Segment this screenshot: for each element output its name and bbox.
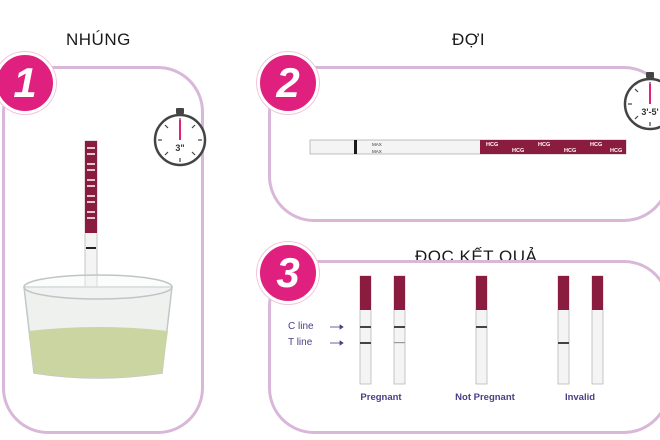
line-arrows bbox=[330, 324, 344, 346]
step-1-number-badge: 1 bbox=[0, 52, 56, 114]
step-1-timer-label: 3" bbox=[175, 143, 185, 153]
brand-label: HCG bbox=[610, 148, 622, 154]
result-strip-pregnant-2 bbox=[393, 275, 406, 385]
step-2-number-badge: 2 bbox=[257, 52, 319, 114]
brand-label: HCG bbox=[564, 148, 576, 154]
step-1-title: NHÚNG bbox=[66, 30, 131, 49]
brand-label: HCG bbox=[512, 148, 524, 154]
result-strip-pregnant-1 bbox=[359, 275, 372, 385]
step-2-timer: 3'-5' bbox=[622, 72, 660, 132]
step-2-timer-label: 3'-5' bbox=[641, 107, 659, 117]
step-3-number-badge: 3 bbox=[257, 242, 319, 304]
test-strip-vertical bbox=[84, 140, 98, 314]
step-2-title: ĐỢI bbox=[452, 30, 486, 49]
result-label-not-pregnant: Not Pregnant bbox=[455, 392, 515, 403]
urine-cup bbox=[23, 274, 173, 379]
result-label-pregnant: Pregnant bbox=[360, 392, 402, 403]
brand-label: HCG bbox=[590, 142, 602, 148]
brand-label: HCG bbox=[538, 142, 550, 148]
max-label-bottom: MAX bbox=[372, 149, 382, 154]
result-label-invalid: Invalid bbox=[564, 392, 596, 403]
test-strip-horizontal: MAX MAX HCG HCG HCG HCG HCG HCG bbox=[309, 139, 627, 155]
result-strip-invalid-1 bbox=[557, 275, 570, 385]
result-strips bbox=[330, 275, 604, 385]
stopwatch-icon bbox=[153, 108, 207, 167]
stopwatch-icon bbox=[623, 72, 660, 131]
brand-label: HCG bbox=[486, 142, 498, 148]
max-label-top: MAX bbox=[372, 142, 382, 147]
step-1-timer: 3" bbox=[152, 108, 208, 168]
t-line-label: T line bbox=[288, 337, 313, 348]
step-1-illustration bbox=[23, 140, 173, 379]
result-strip-invalid-2 bbox=[591, 275, 604, 385]
c-line-label: C line bbox=[288, 321, 314, 332]
result-strip-not-pregnant bbox=[475, 275, 488, 385]
